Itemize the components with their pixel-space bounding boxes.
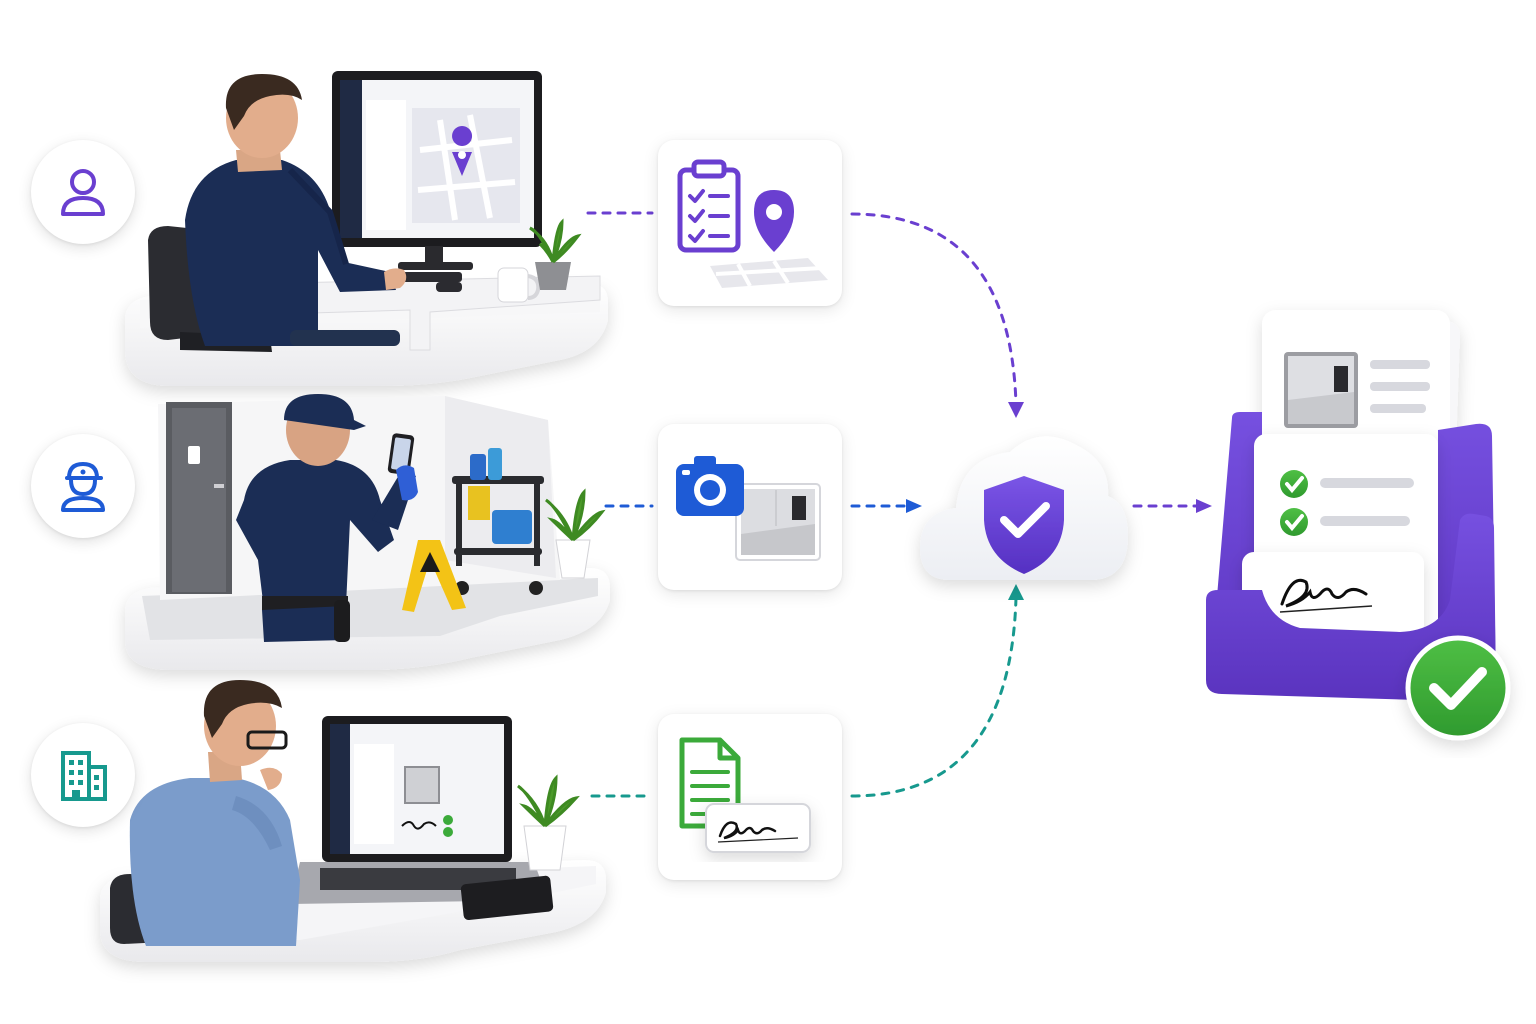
arrowheads — [906, 402, 1212, 600]
building-icon — [61, 751, 107, 801]
arrowhead-output — [1196, 499, 1212, 513]
arrowhead-hub-top — [1008, 402, 1024, 418]
signature-card-icon — [705, 803, 811, 853]
worker-cap-icon — [61, 461, 105, 512]
role-office-user — [31, 140, 135, 244]
field-worker-scene — [125, 394, 610, 670]
connector-sign-to-hub — [850, 596, 1018, 798]
location-pin-icon — [754, 190, 794, 252]
tile-plan — [658, 140, 842, 306]
clipboard-checklist-icon — [677, 159, 741, 253]
report-tray-icon — [1206, 310, 1511, 741]
tile-capture — [658, 424, 842, 590]
camera-icon — [676, 456, 744, 516]
arrowhead-hub-bottom — [1008, 584, 1024, 600]
signature-card — [1242, 552, 1424, 636]
tile-sign — [658, 714, 842, 880]
role-client-building — [31, 723, 135, 827]
client-laptop-scene — [100, 680, 606, 962]
role-field-worker — [31, 434, 135, 538]
cloud-shield-check-icon — [920, 436, 1128, 580]
connector-lines — [586, 211, 1200, 798]
user-icon — [61, 169, 105, 216]
map-icon — [710, 258, 828, 288]
connector-plan-to-hub — [850, 212, 1018, 406]
office-desktop-scene — [125, 71, 608, 386]
document-icon — [679, 737, 741, 829]
photo-thumbnail-icon — [735, 483, 821, 561]
approved-badge — [1405, 635, 1511, 741]
arrowhead-hub-left — [906, 499, 922, 513]
